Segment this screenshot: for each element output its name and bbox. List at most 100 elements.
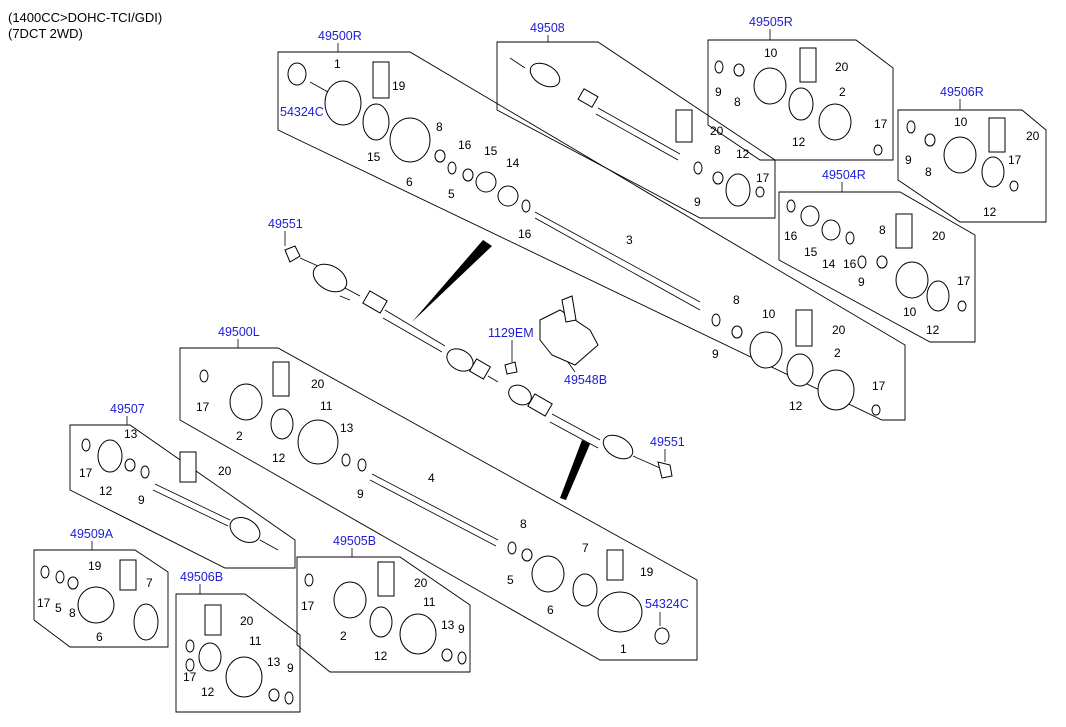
callout-10: 10 xyxy=(762,307,776,321)
callout-20: 20 xyxy=(932,229,946,243)
ref-49508[interactable]: 49508 xyxy=(530,21,565,35)
ref-49505R[interactable]: 49505R xyxy=(749,15,793,29)
ref-1129EM[interactable]: 1129EM xyxy=(488,326,534,340)
callout-5: 5 xyxy=(55,601,62,615)
callout-9: 9 xyxy=(712,347,719,361)
callout-8: 8 xyxy=(69,606,76,620)
callout-14: 14 xyxy=(506,156,520,170)
callout-16: 16 xyxy=(843,257,857,271)
callout-19: 19 xyxy=(392,79,406,93)
callout-17: 17 xyxy=(957,274,971,288)
callout-11: 11 xyxy=(423,595,436,609)
callout-12: 12 xyxy=(736,147,750,161)
callout-9: 9 xyxy=(858,275,865,289)
box-49509A xyxy=(33,549,169,648)
parts-49500R xyxy=(287,61,881,416)
ref-49506R[interactable]: 49506R xyxy=(940,85,984,99)
callout-20: 20 xyxy=(1026,129,1040,143)
parts-49509A xyxy=(40,559,159,641)
callout-9: 9 xyxy=(138,493,145,507)
assembly-labels: 49500R 49508 49505R 49506R 49504R 49500L… xyxy=(70,15,984,594)
ref-49551-top[interactable]: 49551 xyxy=(268,217,303,231)
callout-15: 15 xyxy=(484,144,498,158)
ref-49504R[interactable]: 49504R xyxy=(822,168,866,182)
parts-49507 xyxy=(81,438,279,551)
box-49507 xyxy=(69,424,296,569)
callout-1: 1 xyxy=(620,642,627,656)
callout-2: 2 xyxy=(834,346,841,360)
box-49500R xyxy=(277,51,906,421)
callout-10: 10 xyxy=(954,115,968,129)
callout-6: 6 xyxy=(96,630,103,644)
callout-16: 16 xyxy=(518,227,532,241)
callout-17: 17 xyxy=(1008,153,1022,167)
parts-49504R xyxy=(786,199,967,312)
callout-8: 8 xyxy=(714,143,721,157)
callout-9: 9 xyxy=(905,153,912,167)
callout-16: 16 xyxy=(784,229,798,243)
box-49506B xyxy=(175,593,301,713)
callout-9: 9 xyxy=(357,487,364,501)
box-49500L xyxy=(179,347,698,661)
callout-13: 13 xyxy=(124,427,138,441)
leader-wedge-top xyxy=(412,240,492,322)
callout-8: 8 xyxy=(436,120,443,134)
callout-17: 17 xyxy=(79,466,93,480)
ref-49507[interactable]: 49507 xyxy=(110,402,145,416)
callout-2: 2 xyxy=(340,629,347,643)
callout-9: 9 xyxy=(458,622,465,636)
ref-49509A[interactable]: 49509A xyxy=(70,527,114,541)
callout-8: 8 xyxy=(925,165,932,179)
header-engine-spec: (1400CC>DOHC-TCI/GDI) xyxy=(8,10,163,25)
callout-19: 19 xyxy=(640,565,654,579)
callout-13: 13 xyxy=(441,618,455,632)
callout-9: 9 xyxy=(287,661,294,675)
callout-17: 17 xyxy=(872,379,886,393)
callout-7: 15 xyxy=(367,150,381,164)
ref-49551-right[interactable]: 49551 xyxy=(650,435,685,449)
callout-17: 17 xyxy=(183,670,197,684)
callout-17: 17 xyxy=(301,599,315,613)
ref-49505B[interactable]: 49505B xyxy=(333,534,376,548)
callout-2: 2 xyxy=(839,85,846,99)
callout-3: 3 xyxy=(626,233,633,247)
callout-12: 12 xyxy=(789,399,803,413)
callout-20: 20 xyxy=(835,60,849,74)
callout-7: 7 xyxy=(582,541,589,555)
callout-4: 4 xyxy=(428,471,435,485)
ref-54324C-right[interactable]: 54324C xyxy=(645,597,689,611)
callout-numbers: 1 19 15 8 6 16 5 15 14 16 3 8 10 20 9 2 … xyxy=(37,46,1040,699)
callout-12: 12 xyxy=(792,135,806,149)
box-49505R xyxy=(707,39,894,161)
parts-49505B xyxy=(304,561,467,665)
parts-49505R xyxy=(714,47,883,156)
box-49504R xyxy=(778,191,976,343)
callout-9: 9 xyxy=(715,85,722,99)
ref-49500L[interactable]: 49500L xyxy=(218,325,260,339)
standalone-part-refs: 49551 1129EM 49548B 49551 54324C 54324C xyxy=(268,105,689,626)
header-transmission-spec: (7DCT 2WD) xyxy=(8,26,83,41)
callout-12: 12 xyxy=(983,205,997,219)
box-49505B xyxy=(296,556,471,673)
callout-8: 8 xyxy=(879,223,886,237)
callout-20: 20 xyxy=(218,464,232,478)
ref-49500R[interactable]: 49500R xyxy=(318,29,362,43)
callout-8: 8 xyxy=(520,517,527,531)
parts-49508 xyxy=(509,57,765,207)
callout-10: 10 xyxy=(764,46,778,60)
ref-49548B[interactable]: 49548B xyxy=(564,373,607,387)
callout-17: 17 xyxy=(874,117,888,131)
callout-20: 20 xyxy=(240,614,254,628)
callout-17: 17 xyxy=(756,171,770,185)
box-49506R xyxy=(897,109,1047,223)
parts-49500L xyxy=(199,361,670,645)
callout-13: 13 xyxy=(340,421,354,435)
ref-49506B[interactable]: 49506B xyxy=(180,570,223,584)
callout-20: 20 xyxy=(710,124,724,138)
ref-54324C-top[interactable]: 54324C xyxy=(280,105,324,119)
main-drive-shaft-assembly xyxy=(284,245,673,479)
callout-20: 20 xyxy=(311,377,325,391)
callout-12: 12 xyxy=(201,685,215,699)
callout-17: 17 xyxy=(37,596,51,610)
